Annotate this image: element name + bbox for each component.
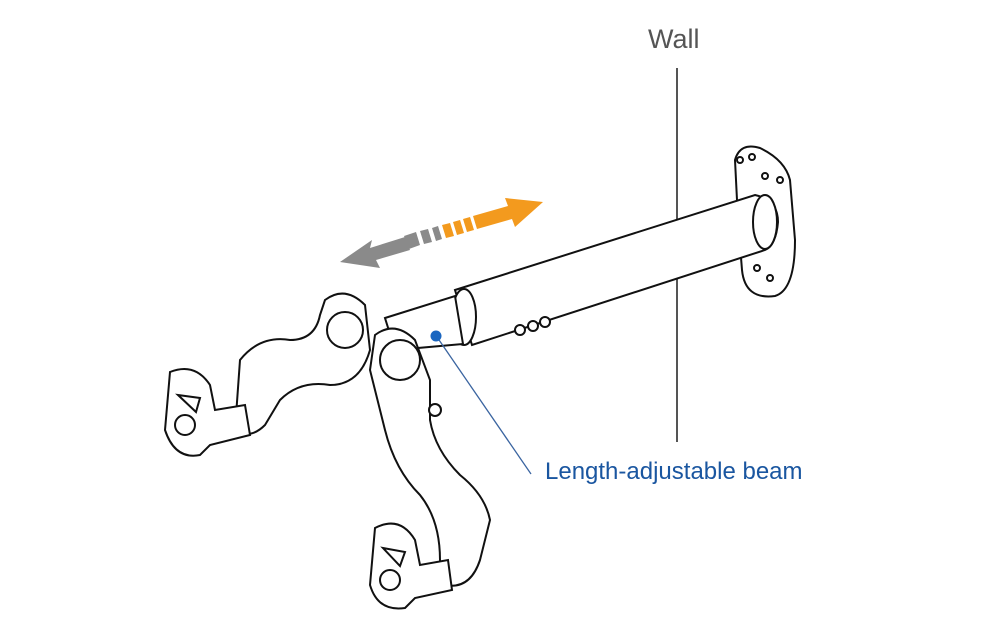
outer-tube	[451, 193, 780, 347]
beam-leader-line	[436, 336, 532, 475]
upper-arm	[163, 292, 372, 457]
wall-label: Wall	[648, 24, 700, 54]
callout-dot-icon	[430, 330, 442, 342]
lower-arm	[368, 327, 492, 610]
double-arrow-icon	[340, 198, 543, 268]
beam-label: Length-adjustable beam	[545, 458, 803, 485]
